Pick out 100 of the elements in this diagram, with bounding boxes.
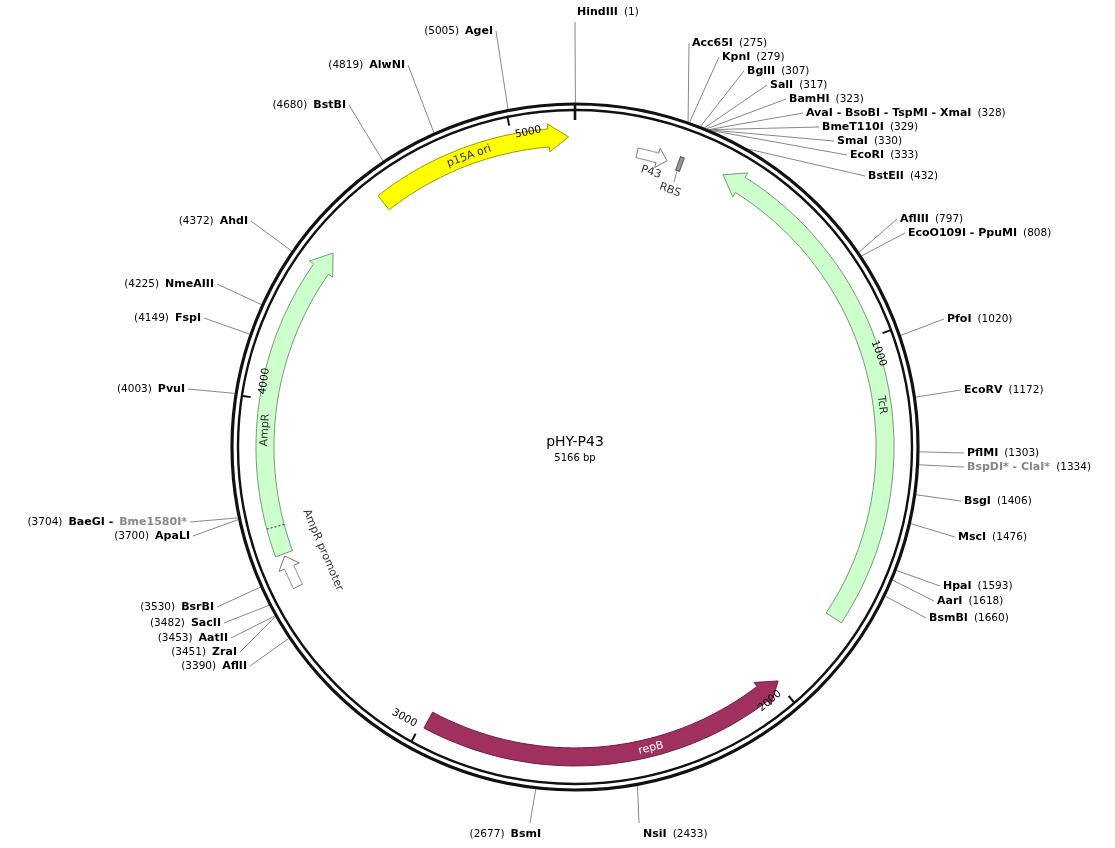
site-position: (2677) [469,827,505,840]
enzyme-name: EcoRV [964,383,1003,396]
site-position: (1303) [1004,446,1040,459]
leader-line [673,170,678,183]
leader-line [637,785,640,824]
enzyme-name: SmaI [837,134,868,147]
leader-line [915,389,962,398]
site-position: (3530) [140,600,176,613]
enzyme-name: AflII [222,659,247,672]
site-position: (307) [781,64,810,77]
enzyme-name: EcoRI [850,148,885,161]
site-position: (317) [799,78,828,91]
site-position: (330) [873,134,903,147]
enzyme-name: Acc65I [692,36,733,49]
enzyme-name: ApaLI [155,529,190,542]
site-position: (797) [934,212,964,225]
leader-line [896,570,941,587]
site-position: (1618) [968,594,1004,607]
leader-line [918,464,965,468]
site-position: (3453) [157,631,193,644]
leader-line [919,451,965,454]
leader-line [187,388,236,394]
enzyme-name: SacII [190,616,221,629]
site-position: (1020) [977,312,1013,325]
site-position: (4003) [116,382,152,395]
enzyme-name: BstEII [868,169,904,182]
enzyme-name: AflIII [900,212,929,225]
enzyme-name: BglII [747,64,776,77]
enzyme-name: BsmI [510,827,541,840]
enzyme-name: Bme1580I* [119,515,187,528]
scale-number: 1000 [869,338,891,368]
enzyme-name: FspI [174,311,201,324]
feature-label: RBS [657,180,683,200]
site-position: (323) [835,92,864,105]
plasmid-name: pHY-P43 [545,433,605,449]
enzyme-name: PfoI [947,312,972,325]
enzyme-name: PvuI [157,382,185,395]
leader-line [495,30,509,110]
site-position: (5005) [424,24,460,37]
leader-line [747,148,866,177]
leader-line [900,318,945,336]
leader-line [708,112,804,131]
plasmid-size: 5166 bp [554,452,596,464]
leader-line [915,494,962,502]
enzyme-name: BamHI [789,92,830,105]
site-position: (2433) [672,827,708,840]
leader-line [407,64,435,134]
site-position: (3482) [150,616,185,629]
site-position: (1476) [992,530,1028,543]
leader-line [223,604,270,624]
enzyme-name: BsrBI [181,600,214,613]
site-position: (1406) [996,494,1032,507]
enzyme-name: AatII [198,631,228,644]
leader-line [704,84,768,129]
scale-number: 5000 [513,122,543,140]
scale-number: 4000 [254,367,271,396]
leader-line [189,517,239,523]
leader-line [892,579,935,602]
leader-line [192,519,239,537]
site-position: (808) [1023,226,1052,239]
site-position: (328) [977,106,1006,119]
enzyme-name: EcoO109I - PpuMI [908,226,1018,239]
enzyme-name: BstBI [313,98,346,111]
leader-line [216,586,261,608]
site-position: (4819) [328,58,364,71]
enzyme-name: BmeT110I [822,120,884,133]
site-position: (275) [738,36,768,49]
site-position: (4372) [178,214,214,227]
site-position: (4680) [272,98,308,111]
site-position: (3390) [181,659,217,672]
site-position: (3451) [171,645,207,658]
enzyme-name: AhdI [219,214,248,227]
leader-line [250,220,293,252]
enzyme-name: BaeGI - [68,515,114,528]
site-position: (1593) [977,579,1013,592]
site-position: (4225) [124,277,160,290]
leader-line [710,129,848,156]
enzyme-name: AarI [937,594,963,607]
enzyme-name: NmeAIII [165,277,214,290]
leader-line [239,616,276,653]
site-position: (333) [890,148,919,161]
feature-label: repB [636,738,665,757]
enzyme-name: BsgI [964,494,991,507]
enzyme-name: NsiI [643,827,667,840]
leader-line [529,788,537,824]
site-position: (329) [889,120,919,133]
enzyme-name: AvaI - BsoBI - TspMI - XmaI [806,106,972,119]
feature-label: TcR [874,395,890,416]
enzyme-name: PflMI [967,446,999,459]
enzyme-name: SalI [770,78,794,91]
leader-line [203,317,250,335]
site-position: (4149) [134,311,169,324]
enzyme-name: BspDI* - ClaI* [967,460,1051,473]
enzyme-name: AlwNI [369,58,405,71]
enzyme-name: HpaI [943,579,972,592]
leader-line [706,98,787,130]
enzyme-name: AgeI [465,24,493,37]
feature-label: AmpR [258,413,273,447]
leader-line [216,283,262,305]
enzyme-name: MscI [958,530,987,543]
